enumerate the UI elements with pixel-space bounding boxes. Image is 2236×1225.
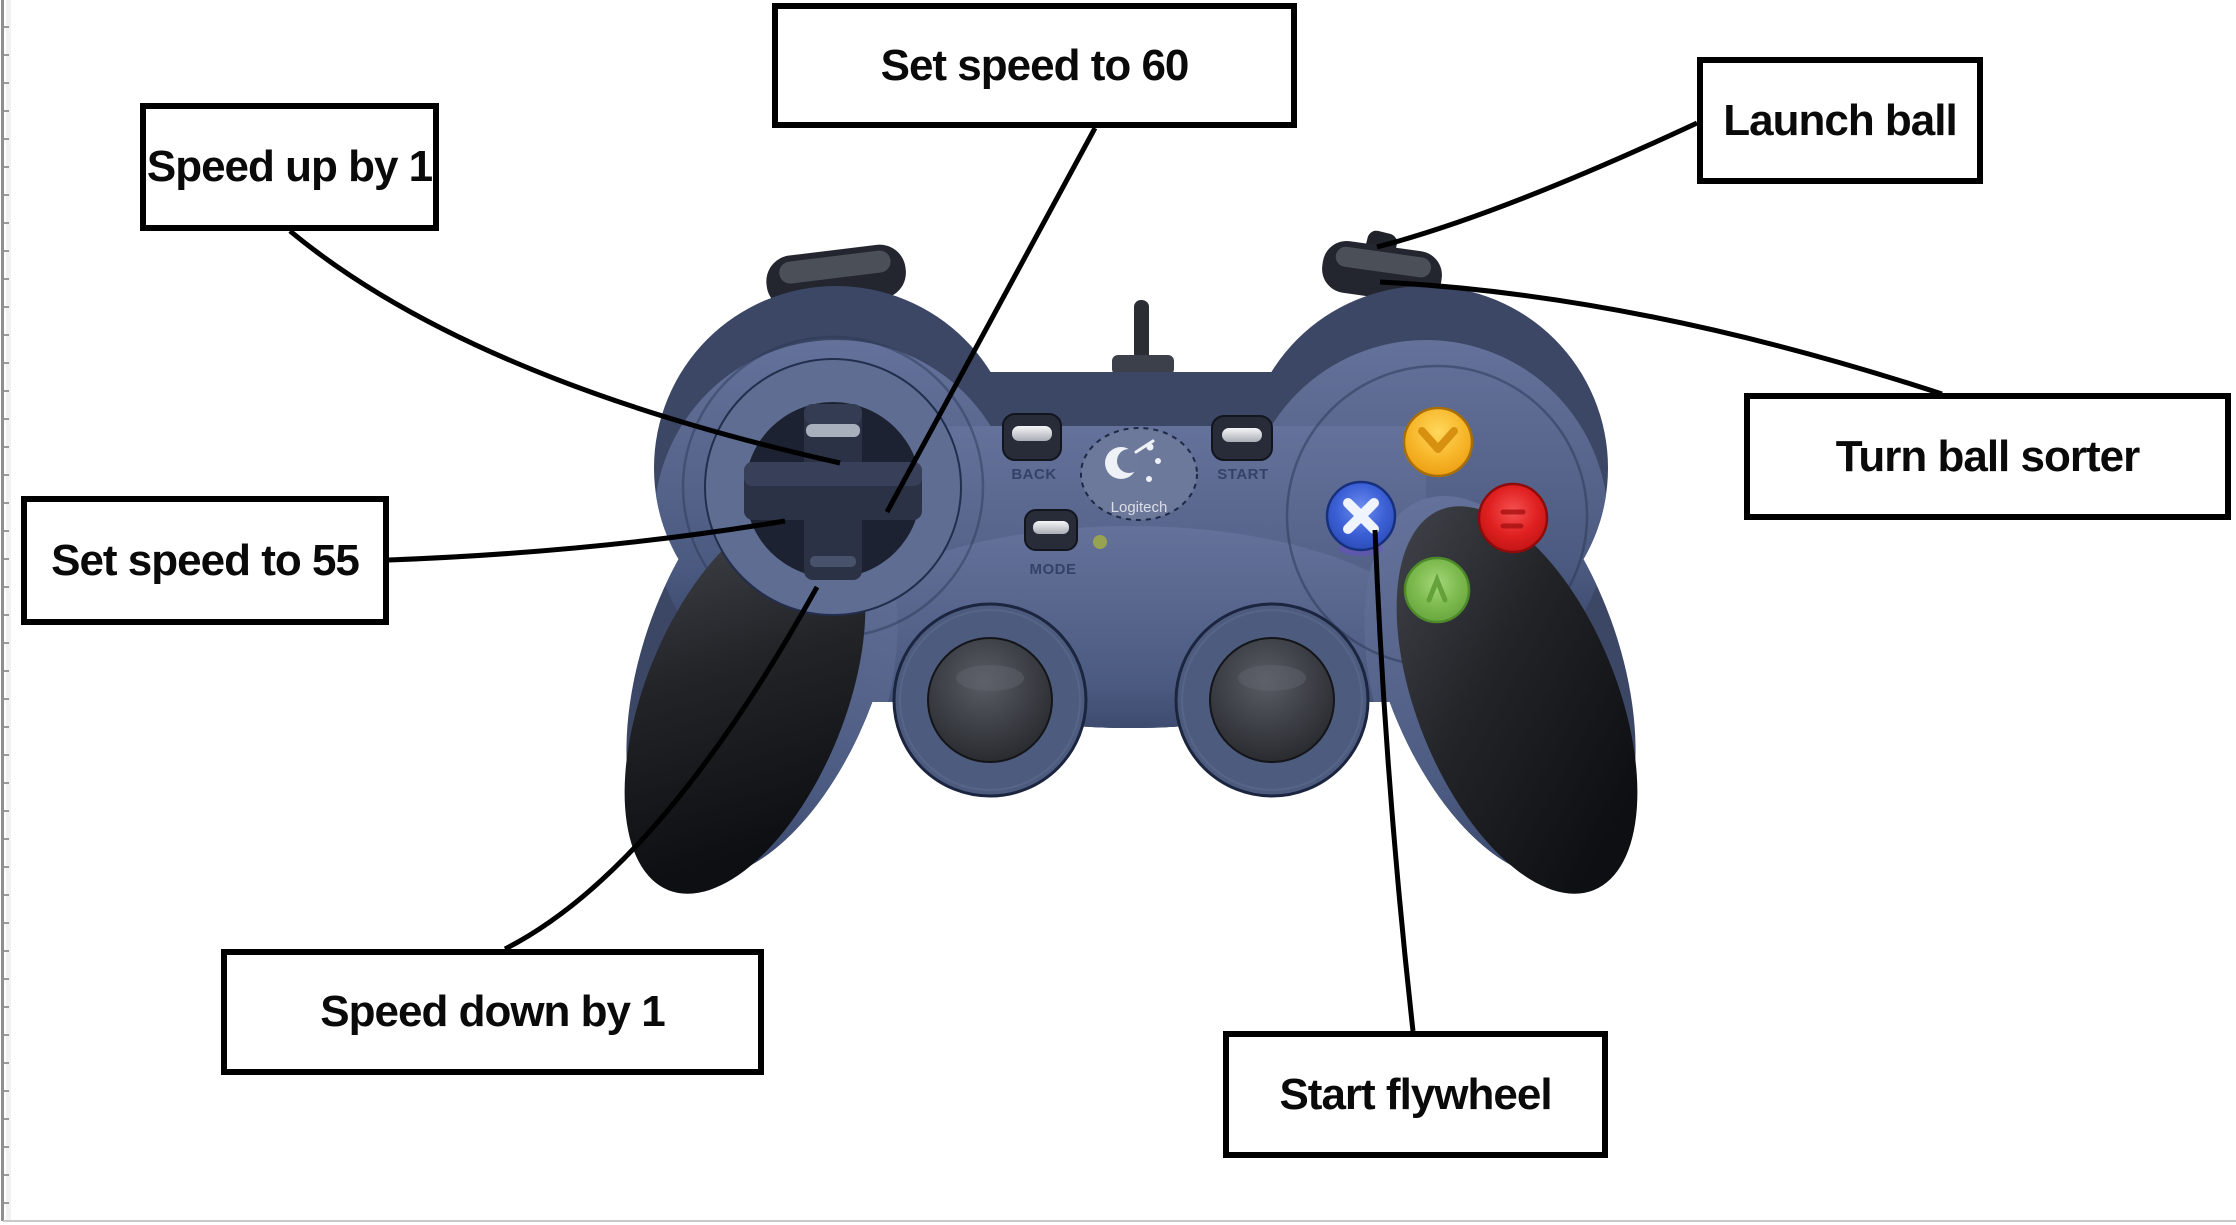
back-button <box>1002 413 1062 461</box>
callout-launch-ball-text: Launch ball <box>1723 95 1957 145</box>
callout-start-flywheel-text: Start flywheel <box>1279 1069 1552 1119</box>
page-bottom-edge <box>3 1220 2236 1222</box>
callout-speed-up-text: Speed up by 1 <box>146 142 433 191</box>
button-y-yellow <box>1402 406 1474 478</box>
cable <box>1112 300 1174 375</box>
connectors <box>288 120 1943 1032</box>
brand-text: Logitech <box>1111 499 1168 516</box>
callout-set-speed-60-text: Set speed to 60 <box>880 40 1190 90</box>
button-b-red <box>1477 482 1549 554</box>
brand-badge: Logitech <box>1080 427 1198 521</box>
callout-launch-ball[interactable]: Launch ball <box>1697 57 1983 184</box>
callout-speed-up[interactable]: Speed up by 1 <box>140 103 439 231</box>
callout-set-speed-60[interactable]: Set speed to 60 <box>772 3 1297 128</box>
action-buttons <box>1325 406 1549 624</box>
start-button <box>1211 415 1273 461</box>
callout-set-speed-55-text: Set speed to 55 <box>51 535 360 585</box>
button-a-green <box>1403 556 1471 624</box>
callout-speed-down[interactable]: Speed down by 1 <box>221 949 764 1075</box>
connector-turn-sorter-to-shoulder <box>1379 279 1943 397</box>
right-analog-stick <box>1174 602 1370 798</box>
connector-start-flywheel-to-x-button <box>1372 529 1416 1032</box>
ruler-ticks <box>1 0 9 1221</box>
callout-speed-down-text: Speed down by 1 <box>320 987 665 1036</box>
connector-set-60-to-dpad <box>884 126 1098 514</box>
start-button-label: START <box>1217 466 1268 483</box>
x-glyph <box>1343 498 1379 534</box>
center-console: BACK START MODE <box>1002 413 1273 578</box>
callout-turn-ball-sorter-text: Turn ball sorter <box>1835 431 2140 481</box>
callout-turn-ball-sorter[interactable]: Turn ball sorter <box>1744 393 2231 520</box>
mode-button-label: MODE <box>1030 561 1077 578</box>
dpad <box>704 358 962 616</box>
ruler-line <box>1 0 4 1221</box>
connector-set-55-to-dpad-left <box>388 518 786 563</box>
back-button-label: BACK <box>1011 466 1056 483</box>
left-analog-stick <box>892 602 1088 798</box>
callout-set-speed-55[interactable]: Set speed to 55 <box>21 496 389 625</box>
connector-launch-ball-to-shoulder <box>1376 120 1699 250</box>
callout-start-flywheel[interactable]: Start flywheel <box>1223 1031 1608 1158</box>
connector-speed-down-to-dpad-down <box>503 585 820 952</box>
mode-button <box>1024 509 1078 551</box>
mode-led <box>1093 535 1107 549</box>
connector-speed-up-to-dpad-up <box>288 229 841 466</box>
button-x-blue <box>1325 480 1397 556</box>
logitech-logo-icon <box>1105 439 1161 482</box>
dpad-highlight <box>806 424 860 437</box>
